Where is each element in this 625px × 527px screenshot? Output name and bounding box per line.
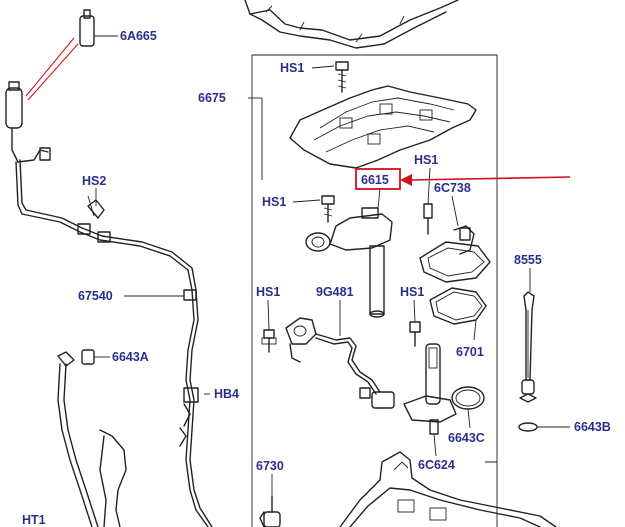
o-ring-6643B bbox=[518, 422, 570, 432]
o-ring-6643C bbox=[451, 386, 485, 410]
gasket-6701 bbox=[429, 287, 487, 325]
oil-pan-lower bbox=[339, 451, 557, 527]
bolt-HS1-mid-left bbox=[261, 329, 277, 353]
label-9G481: 9G481 bbox=[316, 285, 354, 299]
clip-6643A bbox=[57, 349, 110, 367]
label-6C738: 6C738 bbox=[434, 181, 471, 195]
harness-lower-left bbox=[57, 363, 127, 527]
label-6675: 6675 bbox=[198, 91, 226, 105]
callout-labels: 6A665 HS2 67540 6643A HB4 HT1 6675 HS1 H… bbox=[22, 29, 611, 527]
wire-harness-67540 bbox=[15, 159, 213, 527]
label-6701: 6701 bbox=[456, 345, 484, 359]
label-8555: 8555 bbox=[514, 253, 542, 267]
oil-level-sensor-6C624 bbox=[403, 343, 457, 435]
label-6643B: 6643B bbox=[574, 420, 611, 434]
label-HS1-mid-left: HS1 bbox=[256, 285, 280, 299]
cover-6C738 bbox=[419, 225, 491, 283]
highlight-arrow bbox=[400, 174, 571, 186]
label-HS1-top: HS1 bbox=[280, 61, 304, 75]
highlight-box-6615 bbox=[355, 168, 401, 190]
highlight-lines-6A665 bbox=[25, 37, 79, 101]
bracket-HB4 bbox=[179, 387, 199, 447]
sensor-9G481 bbox=[285, 317, 395, 409]
oil-pan-baffle-6675 bbox=[289, 85, 477, 169]
bolt-HS1-right bbox=[423, 203, 433, 235]
engine-block-top bbox=[244, 0, 459, 49]
bolt-HS1-mid-right bbox=[409, 321, 421, 347]
drain-plug-6730 bbox=[259, 495, 281, 527]
assembly-group-box bbox=[251, 54, 498, 527]
bolt-HS1-top bbox=[335, 61, 349, 93]
label-6730: 6730 bbox=[256, 459, 284, 473]
label-67540: 67540 bbox=[78, 289, 113, 303]
label-HS1-right: HS1 bbox=[414, 153, 438, 167]
label-6C624: 6C624 bbox=[418, 458, 455, 472]
label-HT1: HT1 bbox=[22, 513, 46, 527]
label-HS1-mid-right: HS1 bbox=[400, 285, 424, 299]
oil-sensor-connector-6A665 bbox=[79, 9, 118, 47]
label-6615: 6615 bbox=[361, 173, 389, 187]
label-HS1-left: HS1 bbox=[262, 195, 286, 209]
label-6A665: 6A665 bbox=[120, 29, 157, 43]
dipstick-8555 bbox=[519, 291, 537, 403]
label-HS2: HS2 bbox=[82, 174, 106, 188]
label-HB4: HB4 bbox=[214, 387, 239, 401]
oil-pickup-tube-6615 bbox=[305, 207, 393, 318]
label-6643C: 6643C bbox=[448, 431, 485, 445]
oil-level-sensor-plug bbox=[5, 81, 51, 163]
leader-lines bbox=[95, 65, 531, 496]
label-6643A: 6643A bbox=[112, 350, 149, 364]
bolt-HS1-left bbox=[321, 195, 335, 223]
